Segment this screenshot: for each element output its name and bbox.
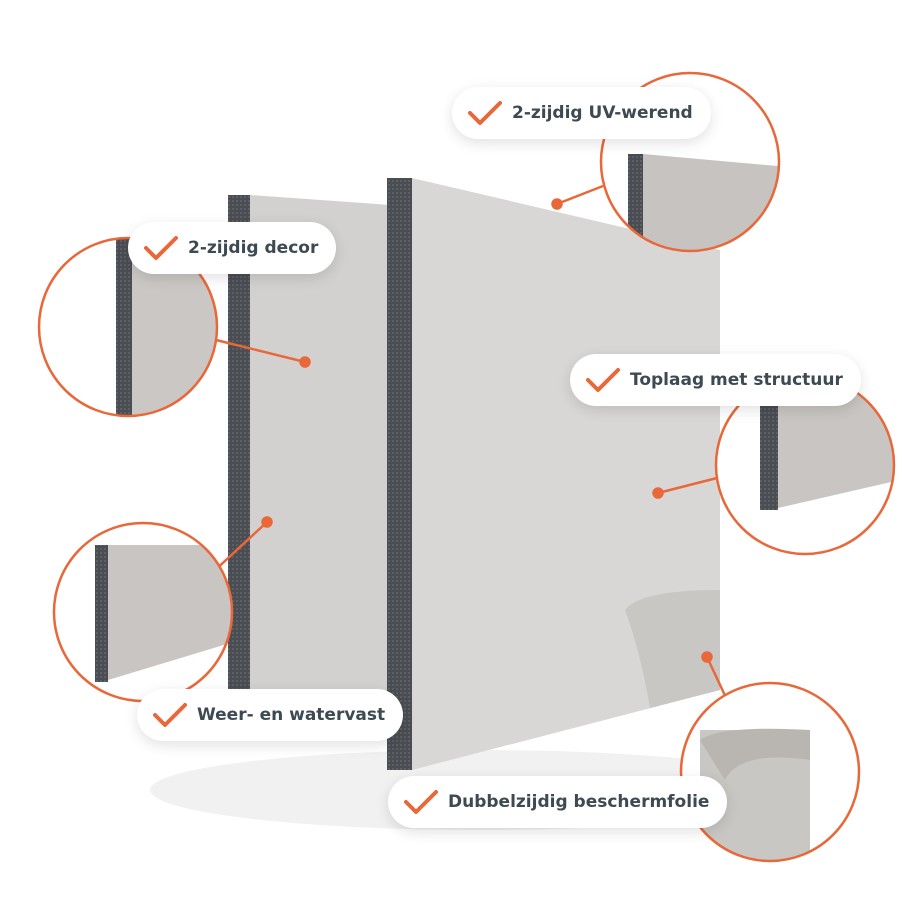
peeled-foil xyxy=(625,590,720,708)
back-panel xyxy=(228,195,390,735)
feature-textured-top-layer: Toplaag met structuur xyxy=(570,354,861,406)
checkmark-icon xyxy=(404,790,438,814)
feature-weatherproof: Weer- en watervast xyxy=(137,689,404,741)
feature-label: Dubbelzijdig beschermfolie xyxy=(448,792,710,812)
checkmark-icon xyxy=(153,703,187,727)
feature-protective-foil: Dubbelzijdig beschermfolie xyxy=(388,776,728,828)
feature-label: 2-zijdig UV-werend xyxy=(512,103,693,123)
checkmark-icon xyxy=(144,236,178,260)
feature-label: 2-zijdig decor xyxy=(188,238,319,258)
checkmark-icon xyxy=(586,368,620,392)
feature-label: Toplaag met structuur xyxy=(630,370,843,390)
detail-circle-weather xyxy=(52,521,234,703)
feature-uv-resistant: 2-zijdig UV-werend xyxy=(452,87,711,139)
feature-label: Weer- en watervast xyxy=(197,705,386,725)
checkmark-icon xyxy=(468,101,502,125)
feature-two-sided-decor: 2-zijdig decor xyxy=(128,222,337,274)
front-panel xyxy=(387,178,720,770)
